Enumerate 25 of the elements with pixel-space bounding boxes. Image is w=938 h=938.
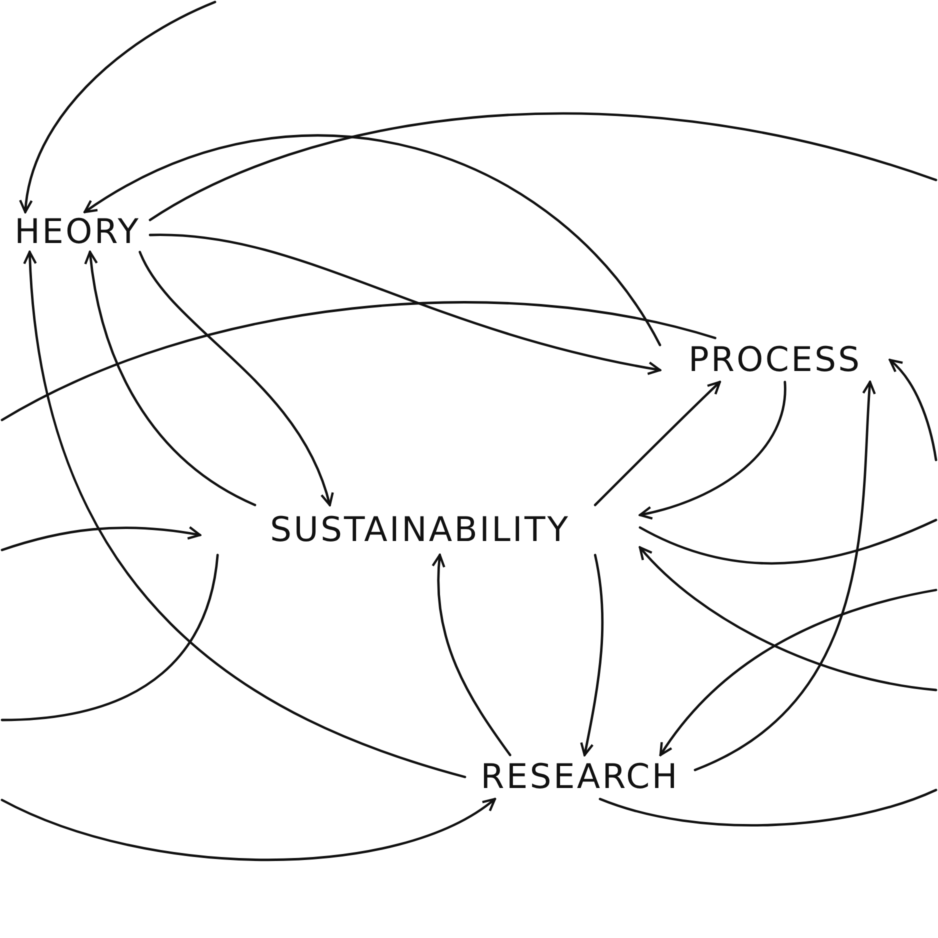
connector-line <box>0 554 219 722</box>
arrow <box>0 526 202 552</box>
arrow <box>638 380 786 520</box>
connector-line <box>0 301 716 422</box>
arrow <box>0 798 496 862</box>
connector-line <box>638 518 938 565</box>
connector-line <box>598 788 938 826</box>
arrow <box>138 250 333 506</box>
arrow <box>148 234 662 375</box>
arrow <box>594 380 721 506</box>
arrow <box>432 554 512 756</box>
word-label: SUSTAINABILITY <box>270 513 570 547</box>
arrow <box>888 358 938 462</box>
arrow <box>84 134 662 346</box>
arrow <box>84 250 256 506</box>
arrow <box>24 250 466 778</box>
word-label: PROCESS <box>688 343 862 377</box>
word-label: HEORY <box>14 215 141 249</box>
arrow <box>580 554 604 756</box>
arrow <box>659 588 938 756</box>
word-label: RESEARCH <box>480 760 680 794</box>
arrow <box>20 0 216 214</box>
arrow <box>694 380 876 772</box>
arrow <box>638 546 938 692</box>
connector-line <box>148 112 938 222</box>
